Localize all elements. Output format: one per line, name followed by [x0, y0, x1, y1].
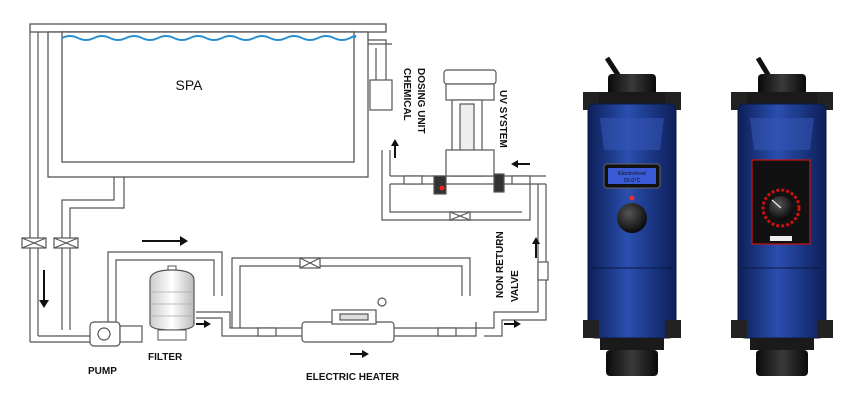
valves [21, 175, 549, 337]
flow-arrows [39, 139, 540, 358]
filter-label: FILTER [148, 352, 183, 363]
display-line-2: 26.0°C [624, 178, 641, 184]
electric-heater: ELECTRIC HEATER [301, 297, 400, 383]
pump: PUMP [88, 321, 143, 377]
display-line-1: Electroheat [618, 171, 646, 177]
spa-tank: SPA [29, 23, 387, 178]
chemical-dosing-unit: CHEMICAL DOSING UNIT [369, 68, 426, 134]
svg-text:DOSING UNIT: DOSING UNIT [415, 68, 426, 134]
heater-label: ELECTRIC HEATER [306, 372, 400, 383]
water-surface [61, 35, 357, 41]
uv-label: UV SYSTEM [497, 90, 508, 148]
brand-label: EVOLUTION 2 [760, 167, 803, 174]
spa-label: SPA [176, 77, 204, 93]
non-return-valve-label-1: NON RETURN [495, 231, 506, 298]
heater-unit-digital: Electroheat 26.0°C [583, 56, 681, 376]
non-return-valve-label-2: VALVE [510, 270, 521, 302]
svg-text:CHEMICAL: CHEMICAL [401, 68, 412, 121]
pump-label: PUMP [88, 366, 117, 377]
heater-unit-analog: EVOLUTION 2 SPA & POOL HEATER [731, 56, 833, 376]
brand-subtitle: SPA & POOL HEATER [763, 176, 799, 180]
uv-system-unit: UV SYSTEM [433, 69, 508, 195]
sand-filter: FILTER [148, 265, 195, 363]
control-knob [617, 203, 647, 233]
